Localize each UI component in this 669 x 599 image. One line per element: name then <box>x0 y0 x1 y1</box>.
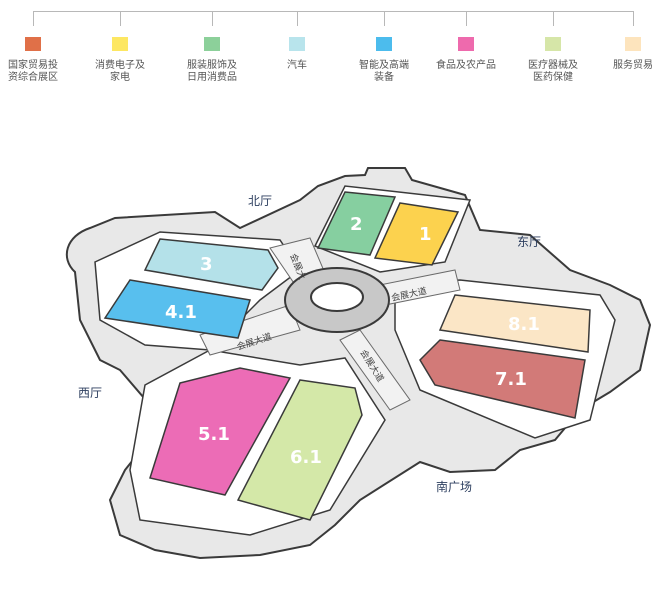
zone-label: 8.1 <box>508 314 540 335</box>
legend-label: 智能及高端 装备 <box>359 60 409 83</box>
zone-label: 6.1 <box>290 447 322 468</box>
legend-label: 服务贸易 <box>613 60 653 71</box>
road-west <box>199 304 301 356</box>
road-south <box>339 329 411 411</box>
legend-item-services[interactable]: 服务贸易 <box>593 11 669 72</box>
legend-swatch <box>25 37 41 51</box>
legend: 国家贸易投 资综合展区 消费电子及 家电 服装服饰及 日用消费品 汽车 智能及高… <box>0 0 669 110</box>
legend-swatch <box>376 37 392 51</box>
legend-connector-end <box>633 11 634 21</box>
zone-7-1[interactable]: 7.1 <box>419 339 586 419</box>
zone-4-1[interactable]: 4.1 <box>103 279 251 339</box>
legend-swatch <box>625 37 641 51</box>
zone-3[interactable]: 3 <box>143 238 279 291</box>
zone-label: 7.1 <box>495 369 527 390</box>
zone-6-1[interactable]: 6.1 <box>236 379 363 521</box>
venue-map: 1 2 3 4.1 5.1 6.1 7.1 8.1 会展大 会展大道 会展大道 … <box>65 167 652 560</box>
legend-item-equipment[interactable]: 智能及高端 装备 <box>344 11 424 84</box>
central-plaza-hole <box>310 282 364 312</box>
legend-item-automobile[interactable]: 汽车 <box>257 11 337 72</box>
legend-connector-line <box>33 11 633 12</box>
zone-1[interactable]: 1 <box>373 202 460 266</box>
legend-label: 汽车 <box>287 60 307 71</box>
hall-label-south: 南广场 <box>436 479 472 494</box>
legend-connector-end <box>33 11 34 21</box>
hall-label-north: 北厅 <box>248 194 272 208</box>
legend-swatch <box>545 37 561 51</box>
zone-label: 1 <box>419 224 432 245</box>
legend-swatch <box>289 37 305 51</box>
hall-label-west: 西厅 <box>78 386 102 400</box>
legend-item-food[interactable]: 食品及农产品 <box>426 11 506 72</box>
legend-label: 医疗器械及 医药保健 <box>528 60 578 83</box>
zone-label: 2 <box>350 214 363 235</box>
zone-label: 5.1 <box>198 424 230 445</box>
zone-label: 4.1 <box>165 302 197 323</box>
legend-item-apparel[interactable]: 服装服饰及 日用消费品 <box>172 11 252 84</box>
legend-label: 消费电子及 家电 <box>95 60 145 83</box>
legend-label: 食品及农产品 <box>436 60 496 71</box>
legend-swatch <box>204 37 220 51</box>
legend-swatch <box>112 37 128 51</box>
legend-item-medical[interactable]: 医疗器械及 医药保健 <box>513 11 593 84</box>
legend-label: 国家贸易投 资综合展区 <box>8 60 58 83</box>
zone-label: 3 <box>200 254 213 275</box>
legend-swatch <box>458 37 474 51</box>
hall-label-east: 东厅 <box>517 235 541 249</box>
legend-item-trade-investment[interactable]: 国家贸易投 资综合展区 <box>0 11 73 84</box>
zone-5-1[interactable]: 5.1 <box>149 367 292 496</box>
zone-8-1[interactable]: 8.1 <box>438 294 591 353</box>
legend-item-electronics[interactable]: 消费电子及 家电 <box>80 11 160 84</box>
legend-label: 服装服饰及 日用消费品 <box>187 60 237 83</box>
zone-2[interactable]: 2 <box>316 191 397 256</box>
